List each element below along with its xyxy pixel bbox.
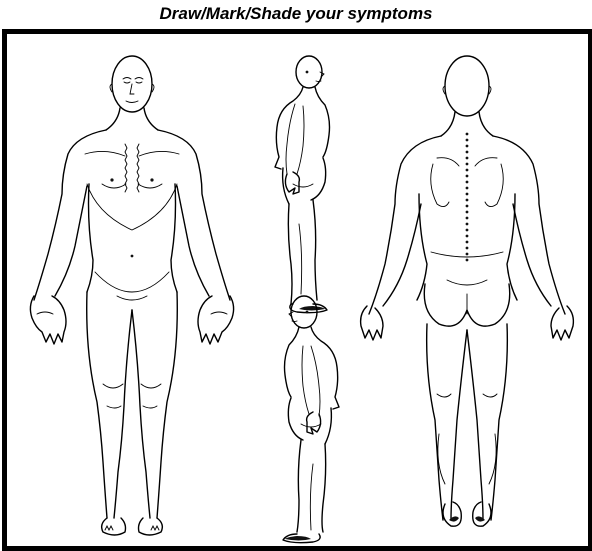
front-body-figure[interactable] xyxy=(30,56,233,535)
spine-dots xyxy=(466,133,469,262)
left-side-body-figure[interactable] xyxy=(283,296,339,543)
body-diagram xyxy=(7,34,588,546)
drawing-canvas[interactable] xyxy=(2,29,592,551)
right-side-body-figure[interactable] xyxy=(275,56,330,313)
page-title: Draw/Mark/Shade your symptoms xyxy=(0,2,592,26)
back-body-figure[interactable] xyxy=(361,56,574,526)
